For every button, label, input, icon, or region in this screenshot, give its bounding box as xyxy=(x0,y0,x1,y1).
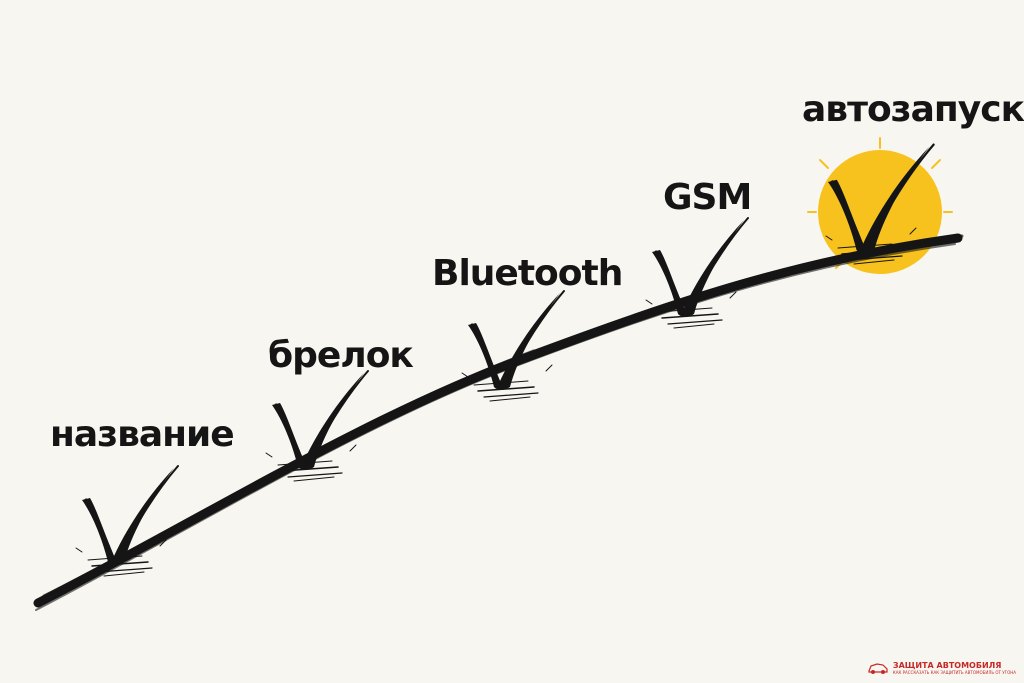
checkmark-icon xyxy=(82,465,179,565)
checkmark-icon xyxy=(468,290,565,390)
car-logo-icon xyxy=(868,663,888,674)
checkmark-icon xyxy=(652,217,749,317)
watermark-logo: ЗАЩИТА АВТОМОБИЛЯ КАК РАССКАЗАТЬ КАК ЗАЩ… xyxy=(867,661,1016,675)
watermark-subtitle: КАК РАССКАЗАТЬ КАК ЗАЩИТИТЬ АВТОМОБИЛЬ О… xyxy=(892,669,1016,675)
step-label-avtozapusk: автозапуск xyxy=(802,89,1024,130)
ink-scribble xyxy=(645,291,737,329)
checkmark-icon xyxy=(828,143,935,254)
ink-scribble xyxy=(265,444,357,482)
ink-scribbles xyxy=(75,227,917,577)
ink-scribble xyxy=(461,364,553,402)
ink-scribble xyxy=(825,227,917,265)
step-label-nazvanie: название xyxy=(50,414,235,455)
step-label-gsm: GSM xyxy=(663,177,752,218)
checkmark-icon xyxy=(272,370,369,470)
step-label-bluetooth: Bluetooth xyxy=(432,253,623,294)
ink-scribble xyxy=(75,539,167,577)
watermark-title: ЗАЩИТА АВТОМОБИЛЯ xyxy=(892,660,1002,670)
step-label-brelok: брелок xyxy=(268,335,414,376)
checkmarks-group xyxy=(82,143,935,565)
